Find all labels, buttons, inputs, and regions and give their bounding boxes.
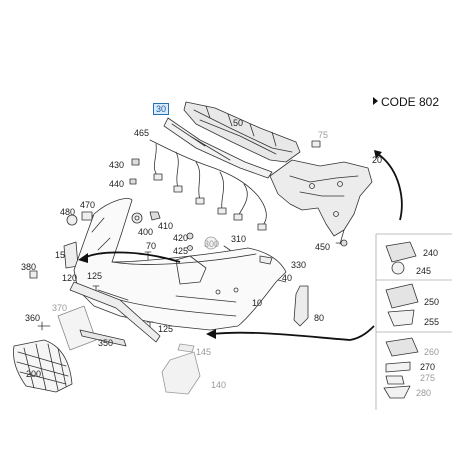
- callout-p275: 275: [420, 373, 436, 383]
- callout-p270: 270: [420, 362, 436, 372]
- part-380-clip: [29, 270, 38, 279]
- callout-p255: 255: [424, 317, 440, 327]
- part-465-harness: [149, 139, 267, 231]
- callout-p260: 260: [424, 347, 440, 357]
- callout-p360: 360: [25, 313, 41, 323]
- part-430-connector: [131, 158, 140, 166]
- callout-p70: 70: [146, 241, 157, 251]
- callout-p140: 140: [211, 380, 227, 390]
- part-30-absorber: [163, 117, 273, 179]
- callout-p420: 420: [173, 233, 189, 243]
- part-140-bracket: [161, 351, 201, 395]
- callout-p75: 75: [318, 130, 329, 140]
- callout-p125b: 125: [158, 324, 174, 334]
- callout-p10: 10: [252, 298, 263, 308]
- callout-p250: 250: [424, 297, 440, 307]
- part-120-strip: [69, 281, 161, 343]
- triangle-arrow-icon: [373, 97, 378, 105]
- callout-p480: 480: [60, 207, 76, 217]
- callout-p120: 120: [62, 273, 78, 283]
- callout-p310: 310: [231, 234, 247, 244]
- callout-p450: 450: [315, 242, 331, 252]
- callout-p470: 470: [80, 200, 96, 210]
- part-200-grille: [13, 339, 73, 393]
- part-145: [177, 343, 195, 353]
- callout-p440: 440: [109, 179, 125, 189]
- callout-p80: 80: [314, 313, 325, 323]
- callout-p465: 465: [134, 128, 150, 138]
- callout-p125a: 125: [87, 271, 103, 281]
- part-420-425-fastener: [186, 232, 194, 251]
- part-360-screw: [37, 321, 51, 331]
- part-330: [259, 255, 273, 265]
- part-80-bracket: [293, 285, 309, 327]
- callout-p15: 15: [55, 250, 66, 260]
- callout-p245: 245: [416, 266, 432, 276]
- part-20-carrier: [269, 159, 373, 245]
- callout-p425: 425: [173, 246, 189, 256]
- callout-p430: 430: [109, 160, 125, 170]
- part-75-clip: [311, 140, 321, 148]
- part-370-plate: [57, 305, 97, 351]
- inset-panel-frame: [375, 233, 452, 410]
- code-label: CODE 802: [373, 95, 439, 109]
- part-260-280-insets: [383, 337, 419, 399]
- callout-p200: 200: [26, 369, 42, 379]
- callout-p20: 20: [372, 155, 383, 165]
- part-410-sensor: [149, 211, 161, 221]
- part-350-strip: [79, 329, 127, 347]
- callout-p380: 380: [21, 262, 37, 272]
- callout-p280: 280: [416, 388, 432, 398]
- leader-arrows: [83, 153, 403, 341]
- part-300: [204, 236, 218, 250]
- callout-p40: 40: [282, 273, 293, 283]
- callout-p50: 50: [233, 118, 244, 128]
- callout-p350: 350: [98, 338, 114, 348]
- part-400-sensor: [131, 212, 143, 224]
- callout-p330: 330: [291, 260, 307, 270]
- callout-p370: 370: [52, 303, 68, 313]
- code-label-text: CODE 802: [381, 95, 440, 109]
- part-440-connector: [129, 178, 137, 185]
- callout-p145: 145: [196, 347, 212, 357]
- part-10-bumper-cover: [73, 198, 287, 331]
- callout-p400: 400: [138, 227, 154, 237]
- callout-p30: 30: [153, 103, 170, 115]
- callout-p410: 410: [158, 221, 174, 231]
- part-240-245-insets: [385, 241, 417, 275]
- callout-p300: 300: [204, 239, 220, 249]
- part-470-480-sensors: [66, 211, 99, 226]
- part-40: [277, 279, 287, 283]
- part-450-screw: [335, 239, 348, 247]
- callout-p240: 240: [423, 248, 439, 258]
- part-50-beam: [183, 101, 301, 163]
- part-250-255-insets: [385, 283, 419, 327]
